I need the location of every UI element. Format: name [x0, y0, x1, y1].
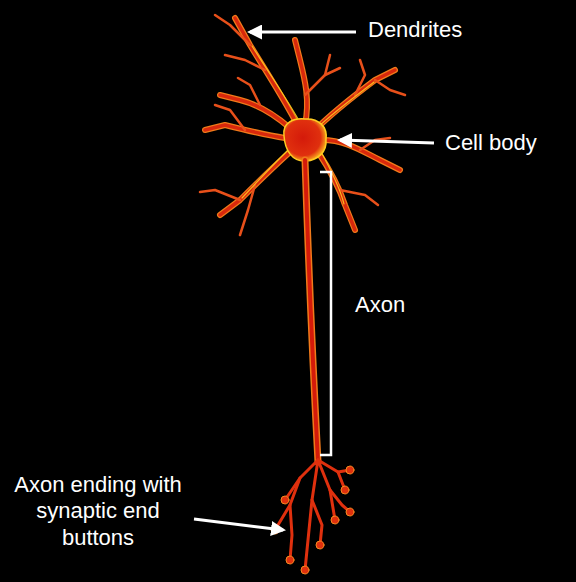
neuron-stroke: [331, 516, 339, 524]
neuron-stroke: [317, 82, 374, 128]
neuron-stroke: [250, 31, 356, 34]
neuron-stroke: [295, 40, 307, 125]
axon: [305, 160, 318, 462]
axon-bracket: [320, 172, 331, 455]
neuron-stroke: [346, 508, 354, 516]
neuron-stroke: [315, 70, 395, 130]
neuron-stroke: [271, 466, 354, 574]
neuron-stroke: [315, 70, 395, 130]
neuron-stroke: [281, 496, 289, 504]
neuron-stroke: [320, 172, 331, 455]
neuron-stroke: [305, 460, 318, 570]
neuron-stroke: [316, 541, 324, 549]
neuron-stroke: [325, 68, 340, 75]
neuron-stroke: [305, 160, 318, 462]
axon-terminals: [271, 460, 354, 574]
neuron-stroke: [341, 486, 349, 494]
leader-arrows: [194, 32, 434, 530]
dendrites: [200, 15, 405, 235]
neuron-stroke: [340, 140, 434, 143]
neuron-stroke: [242, 150, 288, 198]
neuron-stroke: [215, 15, 250, 45]
neuron-stroke: [205, 125, 285, 138]
neuron-stroke: [200, 15, 405, 235]
neuron-stroke: [301, 566, 309, 574]
neuron-stroke: [322, 140, 400, 170]
neuron-stroke: [200, 190, 240, 200]
part-label: Axon ending with synaptic end buttons: [14, 472, 182, 551]
part-label: Cell body: [445, 130, 537, 156]
cell-body: [284, 119, 326, 161]
neuron-stroke: [305, 160, 318, 462]
neuron-stroke: [238, 78, 260, 105]
neuron-stroke: [252, 46, 302, 126]
neuron-stroke: [322, 140, 400, 170]
neuron-stroke: [215, 105, 245, 130]
neuron-stroke: [286, 556, 294, 564]
neuron-stroke: [284, 119, 326, 161]
neuron-stroke: [194, 519, 283, 530]
neuron-stroke: [290, 505, 292, 560]
neuron-stroke: [375, 80, 405, 95]
neuron-stroke: [340, 190, 378, 205]
part-label: Dendrites: [368, 17, 462, 43]
neuron-stroke: [205, 125, 285, 138]
neuron-stroke: [275, 460, 350, 570]
neuron-stroke: [346, 466, 354, 474]
part-label: Axon: [355, 292, 405, 318]
neuron-stroke: [312, 500, 322, 545]
neuron-stroke: [318, 460, 345, 490]
neuron-stroke: [295, 40, 307, 125]
neuron-stroke: [275, 478, 300, 530]
